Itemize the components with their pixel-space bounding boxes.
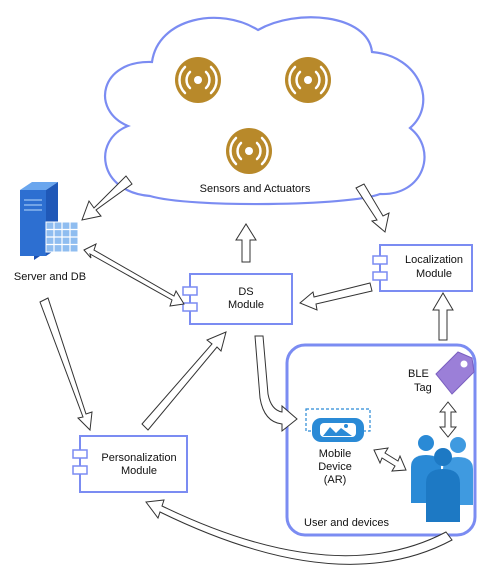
- uml-component-icon: [182, 286, 198, 312]
- ds-module-line1: DS: [238, 286, 253, 298]
- uml-component-icon: [72, 449, 88, 475]
- user-devices-label: User and devices: [304, 517, 389, 529]
- vr-headset-icon: [305, 408, 371, 442]
- arrow-devices-to-personalization: [145, 499, 453, 565]
- localization-module-box[interactable]: Localization Module: [372, 244, 473, 292]
- uml-component-icon: [372, 255, 388, 281]
- sensor-icon-left: [175, 57, 221, 103]
- sensors-cloud: Sensors and Actuators: [104, 16, 426, 206]
- ble-tag-line1: BLE: [408, 368, 429, 380]
- ds-module-box[interactable]: DS Module: [182, 273, 293, 325]
- arrow-localization-to-ds: [299, 282, 373, 311]
- arrow-server-to-personalization: [39, 297, 93, 432]
- personalization-module-box[interactable]: Personalization Module: [72, 435, 188, 493]
- arrow-ds-to-cloud: [235, 223, 257, 263]
- server-label: Server and DB: [14, 271, 86, 283]
- cloud-label: Sensors and Actuators: [200, 183, 311, 195]
- ds-module-line2: Module: [228, 299, 264, 311]
- arrow-server-ds: [83, 243, 185, 307]
- server-database-icon: [20, 182, 79, 260]
- arrow-device-users: [373, 447, 407, 472]
- server-db-node: Server and DB: [14, 182, 86, 283]
- personalization-module-line1: Personalization: [101, 452, 176, 464]
- mobile-device-line1: Mobile: [319, 448, 351, 460]
- localization-module-line1: Localization: [405, 254, 463, 266]
- sensor-icon-right: [285, 57, 331, 103]
- user-group-icon: [411, 435, 473, 522]
- user-devices-group: User and devices Mobile Device (AR) BLE …: [285, 343, 477, 537]
- arrow-cloud-to-server: [81, 175, 133, 221]
- ble-tag-line2: Tag: [414, 382, 432, 394]
- arrow-tag-users: [438, 401, 458, 438]
- arrow-personalization-to-ds: [141, 331, 227, 431]
- arrow-devices-to-localization: [432, 292, 454, 341]
- tag-icon: [435, 351, 475, 395]
- arrow-cloud-to-localization: [355, 183, 390, 233]
- localization-module-line2: Module: [416, 268, 452, 280]
- sensor-icon-center: [226, 128, 272, 174]
- connection-arrows: [39, 175, 458, 565]
- personalization-module-line2: Module: [121, 465, 157, 477]
- arrow-ds-to-devices: [254, 335, 298, 433]
- mobile-device-line3: (AR): [324, 474, 347, 486]
- mobile-device-line2: Device: [318, 461, 352, 473]
- cloud-shape: [104, 16, 426, 206]
